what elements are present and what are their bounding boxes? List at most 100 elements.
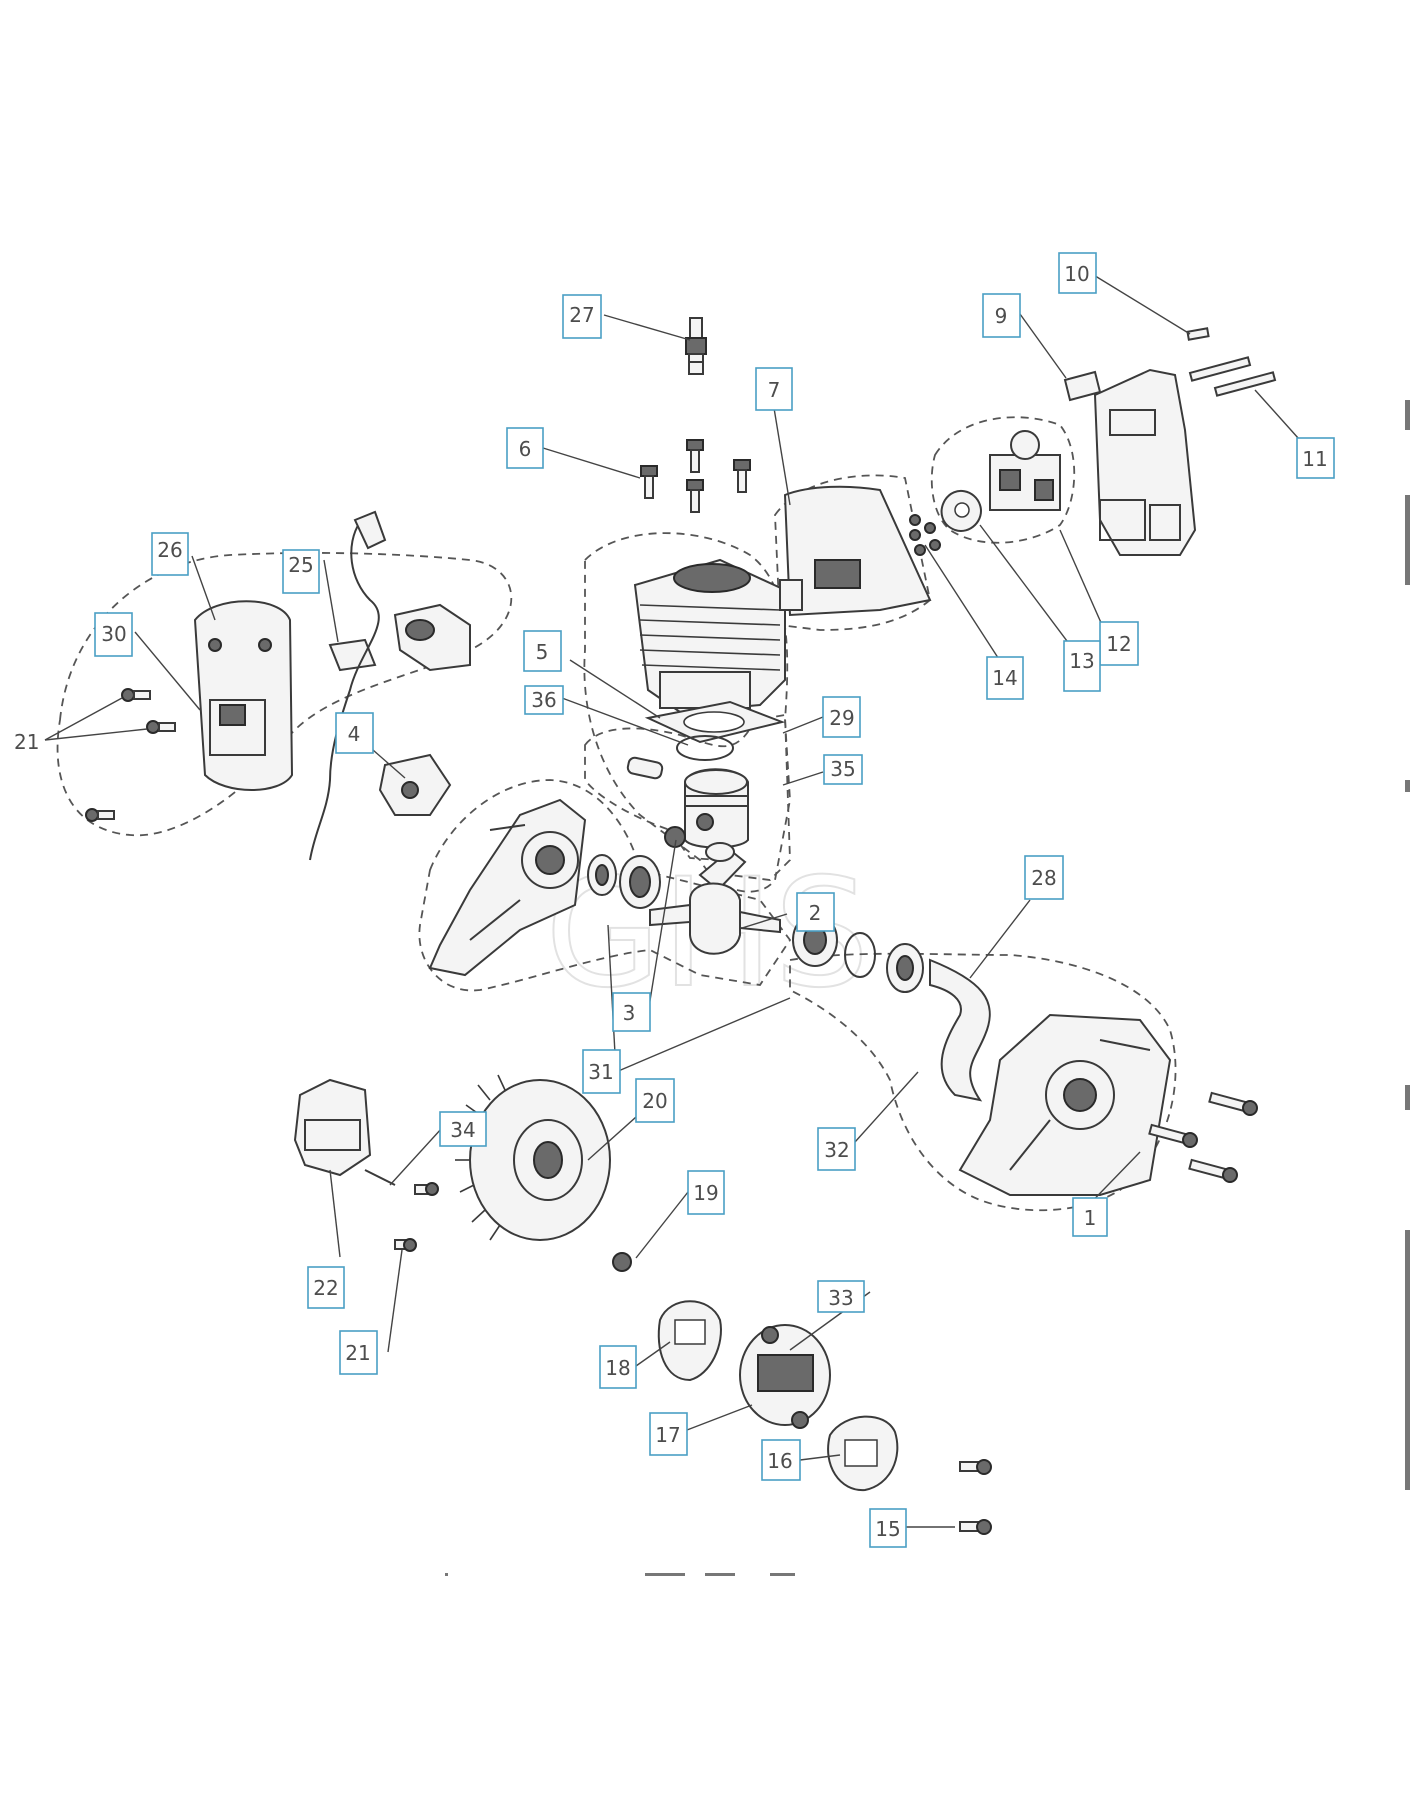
callout-4: 4: [335, 712, 374, 754]
callout-label: 29: [829, 706, 854, 730]
heat-shield-screws: [909, 514, 941, 556]
clutch-screws: [959, 1459, 992, 1535]
callout-label: 15: [875, 1517, 900, 1541]
callout-label: 16: [767, 1449, 792, 1473]
callout-6: 6: [506, 427, 544, 469]
callout-label: 27: [569, 303, 594, 327]
callout-10: 10: [1058, 252, 1097, 294]
callout-15: 15: [869, 1508, 907, 1548]
clutch-plate: [827, 1415, 899, 1492]
callout-label: 12: [1106, 632, 1131, 656]
callout-30: 30: [94, 612, 133, 657]
callout-16: 16: [761, 1439, 801, 1481]
callout-1: 1: [1072, 1197, 1108, 1237]
crankcase-right-half: [958, 1013, 1172, 1196]
callout-17: 17: [649, 1412, 688, 1456]
muffler: [193, 600, 294, 791]
callout-label: 20: [642, 1089, 667, 1113]
callout-19: 19: [687, 1170, 725, 1215]
callout-label: 4: [348, 722, 361, 746]
callout-label: 9: [995, 304, 1008, 328]
callout-27: 27: [562, 294, 602, 339]
callout-label: 33: [828, 1286, 853, 1310]
callout-14: 14: [986, 656, 1024, 700]
callout-26: 26: [151, 532, 189, 576]
callout-label: 1: [1084, 1206, 1097, 1230]
callout-label: 22: [313, 1276, 338, 1300]
callout-label: 36: [531, 688, 556, 712]
flywheel: [455, 1074, 611, 1241]
callout-label: 35: [830, 757, 855, 781]
callout-18: 18: [599, 1345, 637, 1389]
outline-carburetor: [930, 416, 1076, 544]
callout-36: 36: [524, 685, 564, 715]
callout-label: 7: [768, 378, 781, 402]
cylinder: [633, 558, 786, 714]
callout-29: 29: [822, 696, 861, 738]
callout-label: 10: [1064, 262, 1089, 286]
callout-9: 9: [982, 293, 1021, 338]
callout-label: 28: [1031, 866, 1056, 890]
ignition-coil: [293, 510, 396, 1186]
carburetor: [989, 430, 1061, 511]
crankcase-screws: [1148, 1091, 1258, 1183]
callout-5: 5: [523, 630, 562, 672]
outline-crank-case-left: [418, 779, 792, 992]
outline-piston-group: [584, 713, 791, 881]
callout-12: 12: [1099, 621, 1139, 666]
coil-screws: [394, 1182, 439, 1252]
callout-33: 33: [817, 1280, 865, 1313]
o-ring: [676, 735, 734, 761]
callout-label: 2: [809, 901, 822, 925]
clutch: [739, 1324, 831, 1429]
deflector: [378, 753, 452, 816]
piston-pin: [626, 756, 664, 780]
flywheel-nut: [612, 1252, 632, 1272]
muffler-gasket: [328, 638, 377, 672]
callout-2: 2: [796, 892, 835, 932]
scan-artifacts: [445, 400, 1410, 1576]
spark-plug: [685, 317, 707, 375]
callout-11: 11: [1296, 437, 1335, 479]
callout-28: 28: [1024, 855, 1064, 900]
callout-label: 32: [824, 1138, 849, 1162]
muffler-screws: [85, 688, 176, 822]
crankshaft: [649, 842, 781, 955]
callout-label: 11: [1302, 447, 1327, 471]
cylinder-gasket: [644, 700, 786, 744]
callout-35: 35: [823, 754, 863, 785]
callout-label: 6: [519, 437, 532, 461]
callout-21-bottom: 21: [339, 1330, 378, 1375]
callout-label: 5: [536, 640, 549, 664]
bearings-right: [792, 913, 924, 993]
callout-21-left: 21: [14, 730, 39, 754]
clutch-washer: [657, 1300, 722, 1382]
callout-7: 7: [755, 367, 793, 411]
bearings-left: [587, 854, 661, 909]
callout-label: 14: [992, 666, 1017, 690]
callout-label: 30: [101, 622, 126, 646]
muffler-spacer: [393, 603, 471, 672]
callout-32: 32: [817, 1127, 856, 1171]
callout-label: 19: [693, 1181, 718, 1205]
crankcase-left-half: [428, 798, 587, 977]
leader-lines: [44, 273, 1317, 1528]
callout-34: 34: [439, 1111, 487, 1147]
callout-3: 3: [612, 992, 651, 1032]
callout-label: 26: [157, 538, 182, 562]
cylinder-bolts: [640, 439, 751, 513]
callout-label: 25: [288, 553, 313, 577]
callout-20: 20: [635, 1078, 675, 1123]
callout-label: 21: [14, 730, 39, 754]
crankcase-gasket: [929, 958, 991, 1102]
heat-shield: [779, 485, 932, 617]
callout-13: 13: [1063, 640, 1101, 692]
carburetor-gasket: [940, 490, 982, 532]
callout-label: 3: [623, 1001, 636, 1025]
air-filter-bolts: [1186, 327, 1277, 397]
callout-31: 31: [582, 1049, 621, 1094]
outline-group-26: [56, 552, 513, 837]
callout-25: 25: [282, 549, 320, 594]
callout-label: 21: [345, 1341, 370, 1365]
